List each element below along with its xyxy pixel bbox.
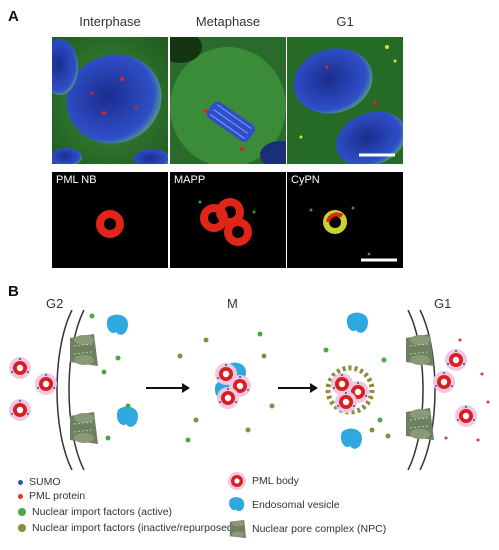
legend-label: PML body [252, 475, 299, 487]
legend-label: Nuclear import factors (active) [32, 506, 173, 518]
legend-item-npc: Nuclear pore complex (NPC) [228, 520, 386, 538]
legend-item-sumo: SUMO [18, 476, 61, 488]
npc-icon [229, 520, 246, 538]
stage-label-g2: G2 [46, 296, 64, 311]
legend-label: PML protein [29, 490, 86, 502]
stage-label-g1: G1 [434, 296, 452, 311]
import-active-dot-icon [18, 508, 26, 516]
inset-label-pml-nb: PML NB [56, 174, 97, 186]
column-label-g1: G1 [336, 14, 354, 29]
panel-a-letter: A [8, 8, 19, 25]
micrograph-interphase [52, 37, 168, 164]
stage-label-m: M [227, 296, 238, 311]
legend-label: SUMO [29, 476, 61, 488]
inset-pml-nb: PML NB [52, 172, 168, 268]
inset-label-cypn: CyPN [291, 174, 320, 186]
endosomal-vesicle-icon [229, 497, 245, 512]
column-label-metaphase: Metaphase [195, 14, 261, 29]
legend-item-pml-body: PML body [228, 472, 299, 490]
legend-label: Endosomal vesicle [252, 499, 340, 511]
micrograph-metaphase [170, 37, 286, 164]
micrograph-g1 [287, 37, 403, 164]
legend-item-import-active: Nuclear import factors (active) [18, 506, 172, 518]
legend-item-import-inactive: Nuclear import factors (inactive/repurpo… [18, 522, 236, 534]
g2-nuclear-envelope [56, 309, 85, 471]
column-label-interphase: Interphase [79, 14, 141, 29]
legend-item-pml-protein: PML protein [18, 490, 85, 502]
sumo-dot-icon [18, 479, 23, 485]
inset-label-mapp: MAPP [174, 174, 206, 186]
inset-cypn: CyPN [287, 172, 403, 268]
import-inactive-dot-icon [18, 524, 26, 532]
legend-item-endosomal-vesicle: Endosomal vesicle [228, 496, 340, 514]
g1-cypn-cluster [325, 365, 375, 415]
pml-protein-dot-icon [18, 493, 23, 499]
cell-cycle-schematic [0, 309, 499, 471]
legend-label: Nuclear import factors (inactive/repurpo… [32, 522, 237, 534]
inset-mapp: MAPP [170, 172, 286, 268]
pml-body-icon [228, 472, 246, 490]
legend-label: Nuclear pore complex (NPC) [252, 523, 387, 535]
panel-b-letter: B [8, 283, 19, 300]
